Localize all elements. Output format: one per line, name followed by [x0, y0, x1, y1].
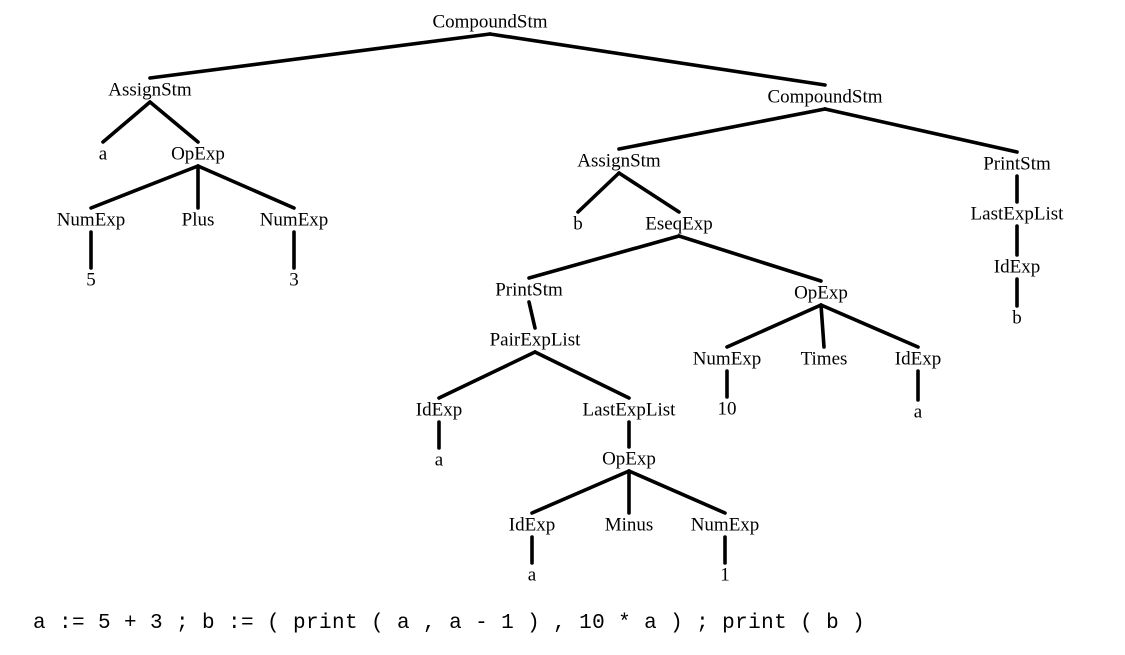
tree-edge	[819, 303, 920, 349]
node-compoundstm: CompoundStm	[432, 12, 547, 33]
node-lastexplist: LastExpList	[971, 204, 1065, 225]
node-10: 10	[718, 399, 737, 420]
tree-edge	[437, 350, 537, 400]
program-source-text: a := 5 + 3 ; b := ( print ( a , a - 1 ) …	[33, 612, 866, 635]
node-a: a	[435, 450, 444, 471]
node-a: a	[99, 144, 108, 165]
node-numexp: NumExp	[691, 515, 760, 536]
node-times: Times	[801, 349, 848, 370]
node-idexp: IdExp	[416, 400, 462, 421]
node-pairexplist: PairExpList	[490, 330, 581, 351]
node-opexp: OpExp	[602, 449, 656, 470]
tree-edge	[617, 107, 827, 151]
tree-edge	[725, 303, 823, 349]
node-printstm: PrintStm	[495, 280, 563, 301]
tree-edge	[533, 350, 631, 400]
node-eseqexp: EseqExp	[645, 214, 713, 235]
tree-edge	[527, 234, 681, 280]
node-1: 1	[720, 565, 730, 586]
node-b: b	[1012, 308, 1022, 329]
tree-edge	[89, 164, 200, 210]
node-opexp: OpExp	[171, 144, 225, 165]
tree-edge	[823, 107, 1019, 154]
node-minus: Minus	[605, 515, 654, 536]
node-5: 5	[86, 270, 96, 291]
node-opexp: OpExp	[794, 283, 848, 304]
node-printstm: PrintStm	[983, 154, 1051, 175]
tree-edge	[488, 32, 827, 87]
node-a: a	[914, 402, 923, 423]
node-assignstm: AssignStm	[108, 80, 192, 101]
tree-edge	[196, 164, 296, 210]
node-numexp: NumExp	[693, 349, 762, 370]
tree-edge	[819, 303, 826, 349]
node-numexp: NumExp	[57, 210, 126, 231]
tree-edge	[677, 234, 823, 283]
node-numexp: NumExp	[260, 210, 329, 231]
node-idexp: IdExp	[895, 349, 941, 370]
node-3: 3	[289, 270, 299, 291]
tree-edge	[148, 100, 200, 144]
tree-edge	[148, 32, 492, 80]
node-idexp: IdExp	[994, 257, 1040, 278]
node-lastexplist: LastExpList	[583, 400, 677, 421]
tree-edge	[627, 469, 727, 515]
tree-edge	[617, 171, 681, 214]
node-compoundstm: CompoundStm	[767, 87, 882, 108]
node-assignstm: AssignStm	[577, 151, 661, 172]
tree-edge	[530, 469, 631, 515]
node-plus: Plus	[182, 210, 215, 231]
node-a: a	[528, 565, 537, 586]
node-idexp: IdExp	[509, 515, 555, 536]
tree-edge	[101, 100, 152, 144]
tree-edges	[89, 32, 1019, 565]
tree-edge	[576, 171, 621, 214]
node-b: b	[573, 214, 583, 235]
tree-edge	[527, 300, 537, 330]
